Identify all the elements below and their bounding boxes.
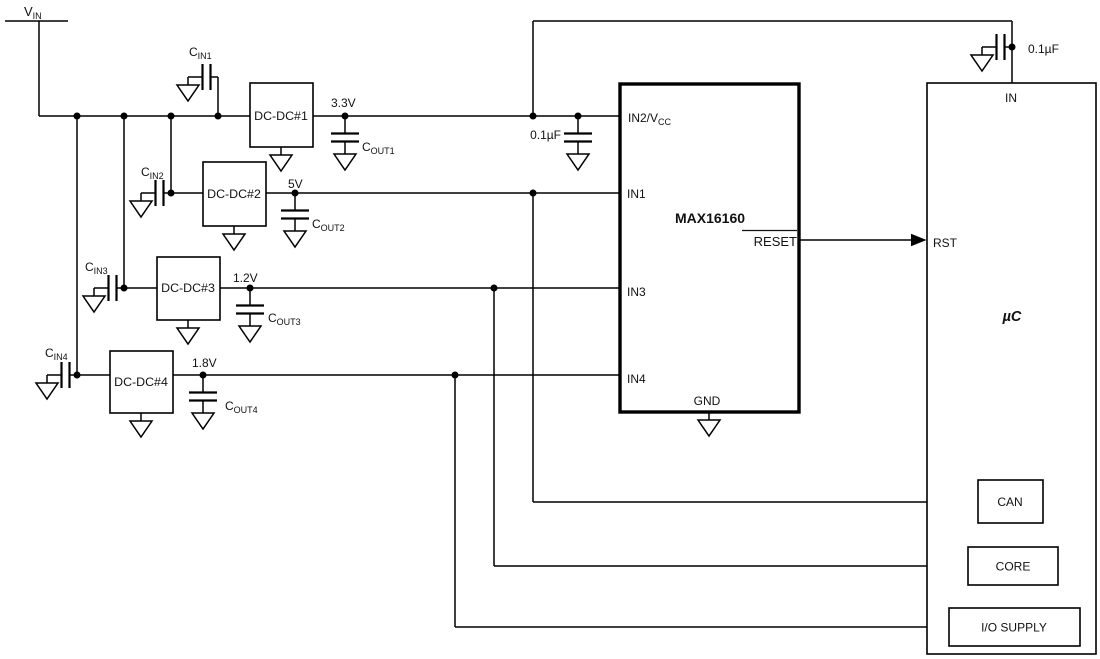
- pin-label-reset: RESET: [754, 234, 797, 249]
- junction-dot: [246, 284, 254, 292]
- junction-dot: [529, 189, 537, 197]
- junction-dot: [1008, 43, 1016, 51]
- can-block: [977, 479, 1044, 524]
- junction-dot: [490, 284, 498, 292]
- junction-dot: [529, 112, 537, 120]
- junction-dot: [73, 112, 81, 120]
- vin-label: VIN: [24, 4, 42, 21]
- cout4-capacitor-icon: [187, 373, 219, 407]
- dcdc1-label: DC-DC#1: [254, 109, 308, 123]
- cout2-label: COUT2: [312, 217, 345, 233]
- junction-dot: [199, 371, 207, 379]
- supervisor-name-label: MAX16160: [675, 210, 745, 226]
- junction-dot: [120, 112, 128, 120]
- junction-dot: [167, 189, 175, 197]
- cout1-capacitor-icon: [329, 114, 361, 148]
- supervisor-bypass-ground-icon: [566, 145, 590, 171]
- cin2-ground-icon: [129, 192, 153, 218]
- supervisor-bypass-capacitor-icon: [562, 114, 594, 148]
- dcdc2-block: [202, 161, 267, 227]
- dcdc3-block: [156, 256, 221, 321]
- cout1-label: COUT1: [362, 140, 395, 156]
- supervisor-gnd-ground-icon: [697, 411, 721, 437]
- cin3-label: CIN3: [85, 260, 108, 276]
- cin4-label: CIN4: [45, 346, 68, 362]
- dcdc3-ground-icon: [176, 319, 200, 345]
- rail-1v2-label: 1.2V: [233, 271, 258, 285]
- dcdc4-block: [109, 350, 174, 414]
- cout1-ground-icon: [333, 145, 357, 171]
- cin1-ground-icon: [176, 76, 200, 102]
- dcdc2-ground-icon: [222, 225, 246, 251]
- pin-label-in2vcc: IN2/VCC: [628, 111, 672, 127]
- dcdc1-block: [249, 82, 314, 148]
- junction-dot: [291, 189, 299, 197]
- can-label: CAN: [997, 495, 1022, 509]
- core-block: [967, 546, 1059, 586]
- cout4-ground-icon: [191, 404, 215, 430]
- junction-dot: [167, 112, 175, 120]
- supervisor-block: [618, 82, 801, 414]
- micro-bypass-cap-label: 0.1µF: [1028, 42, 1059, 56]
- cout2-capacitor-icon: [279, 191, 311, 225]
- reset-arrow-icon: [911, 233, 927, 247]
- micro-name-label: µC: [1002, 309, 1022, 325]
- micro-bypass-ground-icon: [970, 46, 994, 72]
- junction-dot: [451, 371, 459, 379]
- cin2-label: CIN2: [141, 165, 164, 181]
- junction-dot: [341, 112, 349, 120]
- cout2-ground-icon: [283, 222, 307, 248]
- dcdc3-label: DC-DC#3: [161, 281, 215, 295]
- io-supply-block: [948, 607, 1081, 647]
- cin3-ground-icon: [82, 287, 106, 313]
- junction-dot: [73, 371, 81, 379]
- junction-dot: [574, 112, 582, 120]
- dcdc4-label: DC-DC#4: [114, 375, 168, 389]
- cout3-ground-icon: [238, 317, 262, 343]
- rail-3v3-label: 3.3V: [331, 96, 356, 110]
- pin-label-in: IN: [1005, 91, 1017, 105]
- rail-5v-label: 5V: [288, 177, 303, 191]
- cout3-label: COUT3: [268, 311, 301, 327]
- cout3-capacitor-icon: [234, 286, 266, 320]
- dcdc4-ground-icon: [129, 412, 153, 438]
- dcdc2-label: DC-DC#2: [207, 187, 261, 201]
- cin4-ground-icon: [35, 374, 59, 400]
- pin-label-in3: IN3: [627, 285, 646, 299]
- cin1-label: CIN1: [189, 45, 212, 61]
- io-supply-label: I/O SUPPLY: [981, 621, 1047, 635]
- junction-dot: [214, 112, 222, 120]
- pin-label-gnd: GND: [694, 394, 721, 408]
- cout4-label: COUT4: [225, 399, 258, 415]
- dcdc1-ground-icon: [269, 146, 293, 172]
- pin-label-in4: IN4: [627, 372, 646, 386]
- supervisor-bypass-cap-label: 0.1µF: [530, 128, 561, 142]
- rail-1v8-label: 1.8V: [192, 356, 217, 370]
- core-label: CORE: [996, 560, 1031, 574]
- pin-label-in1: IN1: [627, 187, 646, 201]
- junction-dot: [120, 284, 128, 292]
- pin-label-rst: RST: [933, 236, 958, 250]
